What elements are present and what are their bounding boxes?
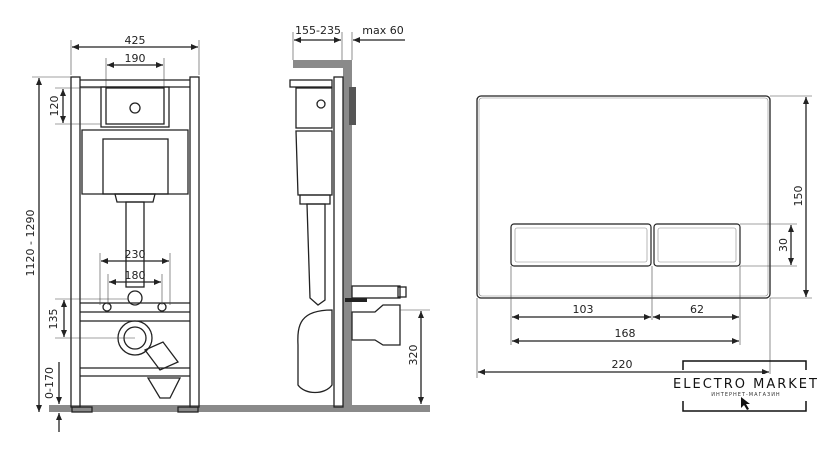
dim-120: 120 xyxy=(48,96,61,117)
front-view-dimensions: 425 190 120 1120 - 1290 230 180 135 0-17… xyxy=(24,34,200,432)
dim-320: 320 xyxy=(407,345,420,366)
dim-168: 168 xyxy=(615,327,636,340)
side-view xyxy=(289,76,407,408)
flush-plate-dimensions: 150 30 103 62 168 220 xyxy=(476,95,812,378)
floor-and-wall xyxy=(49,60,430,412)
dim-150: 150 xyxy=(792,186,805,207)
dim-180: 180 xyxy=(125,269,146,282)
dim-220: 220 xyxy=(612,358,633,371)
logo-tagline: ИНТЕРНЕТ-МАГАЗИН xyxy=(711,392,780,398)
dim-0-170: 0-170 xyxy=(43,367,56,399)
dim-1120-1290: 1120 - 1290 xyxy=(24,210,37,277)
dim-230: 230 xyxy=(125,248,146,261)
dim-max-60: max 60 xyxy=(362,24,403,37)
dim-30: 30 xyxy=(777,238,790,252)
side-view-dimensions: 155-235 max 60 320 xyxy=(292,24,430,404)
dim-425: 425 xyxy=(125,34,146,47)
flush-plate xyxy=(476,95,771,299)
cursor-icon xyxy=(741,397,750,410)
dim-155-235: 155-235 xyxy=(295,24,341,37)
dim-135: 135 xyxy=(47,309,60,330)
logo-name: ELECTRO MARKET xyxy=(673,377,819,392)
front-view-frame xyxy=(70,76,200,413)
flush-button-small xyxy=(653,223,741,267)
flush-button-large xyxy=(510,223,652,267)
dim-190: 190 xyxy=(125,52,146,65)
electro-market-logo: ELECTRO MARKET ИНТЕРНЕТ-МАГАЗИН xyxy=(668,360,828,412)
dim-103: 103 xyxy=(573,303,594,316)
dim-62: 62 xyxy=(690,303,704,316)
